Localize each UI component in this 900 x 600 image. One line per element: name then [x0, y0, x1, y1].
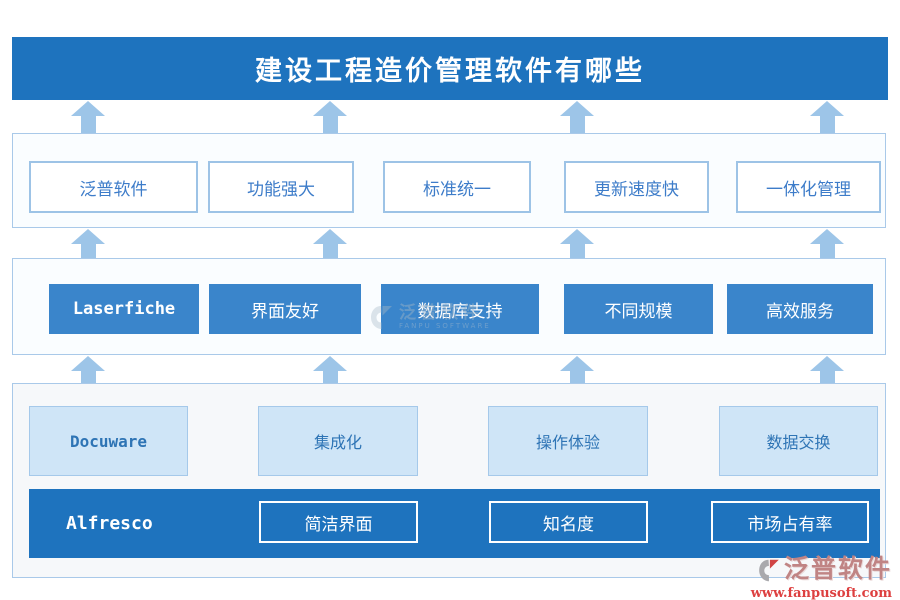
up-arrow-stem: [322, 244, 338, 261]
tier1-box-integrated: 一体化管理: [736, 161, 881, 213]
up-arrow: [560, 101, 594, 133]
tier3-box-data-exchange: 数据交换: [719, 406, 878, 476]
up-arrow: [810, 101, 844, 133]
tier1-box-standard: 标准统一: [383, 161, 531, 213]
up-arrow: [313, 101, 347, 133]
up-arrow-head: [71, 229, 105, 244]
footer-url: www.fanpusoft.com: [750, 586, 892, 600]
footer-brand-row: 泛普软件: [756, 549, 892, 585]
up-arrow-stem: [819, 244, 835, 261]
up-arrow: [810, 229, 844, 261]
up-arrow-head: [71, 356, 105, 371]
diagram-title: 建设工程造价管理软件有哪些: [12, 37, 888, 100]
tier1-box-update: 更新速度快: [564, 161, 709, 213]
tier4-box-market-share: 市场占有率: [711, 501, 869, 543]
footer-brand-text: 泛普软件: [783, 554, 892, 583]
tier2-box-scale: 不同规模: [564, 284, 713, 334]
tier2-box-service: 高效服务: [727, 284, 873, 334]
up-arrow-stem: [819, 116, 835, 133]
tier-panel-second: Laserfiche 界面友好 数据库支持 不同规模 高效服务: [12, 258, 886, 355]
up-arrow-stem: [569, 116, 585, 133]
tier-panel-top: 泛普软件 功能强大 标准统一 更新速度快 一体化管理: [12, 133, 886, 228]
up-arrow: [71, 101, 105, 133]
tier4-label-alfresco: Alfresco: [66, 513, 153, 534]
up-arrow-head: [810, 101, 844, 116]
tier1-box-powerful: 功能强大: [208, 161, 354, 213]
up-arrow-head: [313, 229, 347, 244]
up-arrow-head: [313, 101, 347, 116]
tier4-box-simple-ui: 简洁界面: [259, 501, 418, 543]
up-arrow-head: [810, 356, 844, 371]
up-arrow-stem: [80, 116, 96, 133]
tier3-box-experience: 操作体验: [488, 406, 648, 476]
fanpu-footer-logo: 泛普软件 www.fanpusoft.com: [751, 549, 892, 600]
tier-panel-bottom: Docuware 集成化 操作体验 数据交换 Alfresco 简洁界面 知名度…: [12, 383, 886, 578]
fanpu-logo-icon: [759, 559, 779, 582]
up-arrow-head: [560, 356, 594, 371]
up-arrow-head: [313, 356, 347, 371]
up-arrow: [560, 229, 594, 261]
up-arrow: [71, 229, 105, 261]
tier1-box-fanpu: 泛普软件: [29, 161, 198, 213]
tier4-bar: Alfresco 简洁界面 知名度 市场占有率: [29, 489, 880, 558]
up-arrow-stem: [569, 244, 585, 261]
up-arrow: [313, 229, 347, 261]
up-arrow-stem: [322, 116, 338, 133]
up-arrow-head: [560, 229, 594, 244]
tier2-box-friendly-ui: 界面友好: [209, 284, 361, 334]
up-arrow-head: [810, 229, 844, 244]
tier4-box-popularity: 知名度: [489, 501, 648, 543]
up-arrow-stem: [80, 244, 96, 261]
up-arrow-head: [71, 101, 105, 116]
tier2-box-laserfiche: Laserfiche: [49, 284, 199, 334]
tier3-box-integration: 集成化: [258, 406, 418, 476]
up-arrow-head: [560, 101, 594, 116]
tier2-box-database: 数据库支持: [381, 284, 539, 334]
tier3-box-docuware: Docuware: [29, 406, 188, 476]
